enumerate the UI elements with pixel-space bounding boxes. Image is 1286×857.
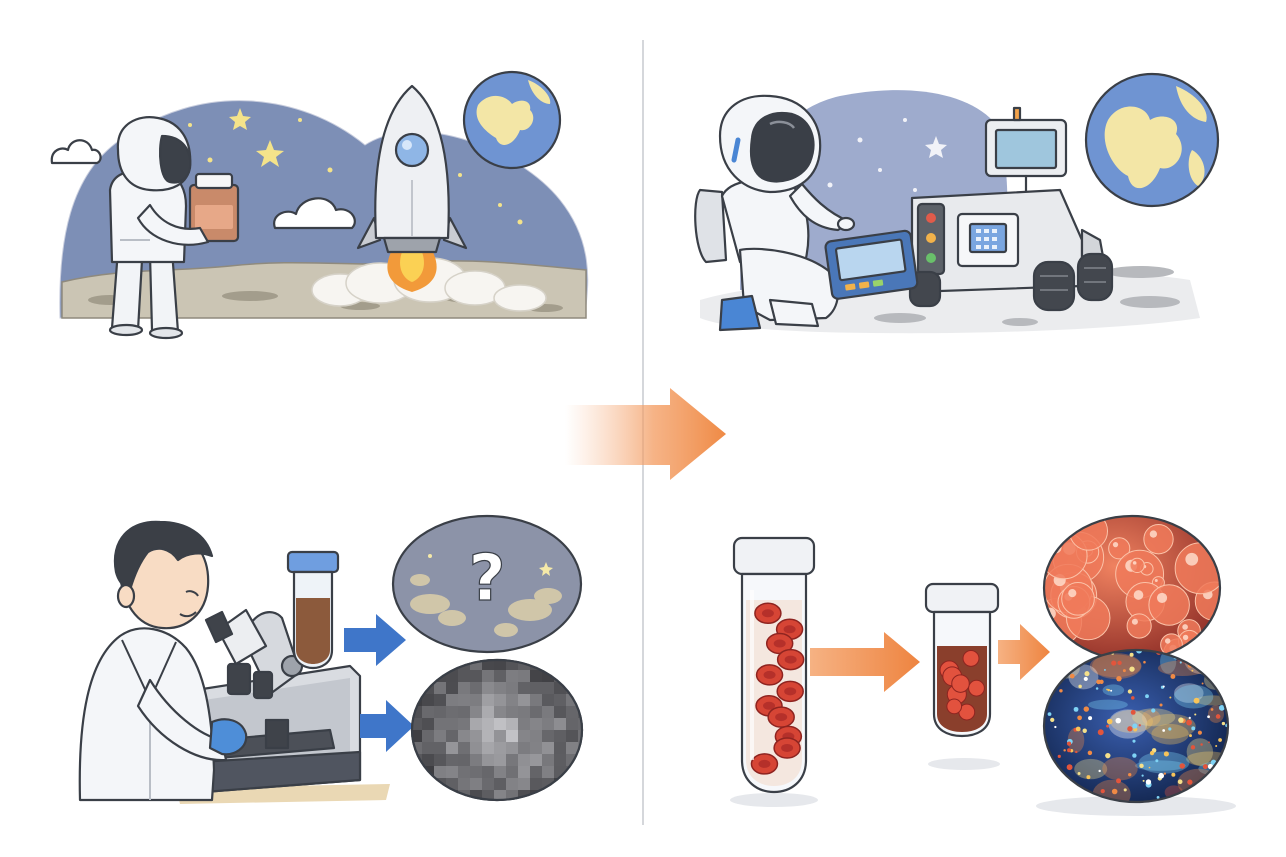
earth-icon	[464, 72, 560, 168]
panel-unclear-lab-analysis: ?	[80, 516, 590, 804]
cloud-icon	[52, 140, 101, 163]
unclear-result-bubble: ?	[393, 516, 581, 652]
microscope-icon	[196, 610, 360, 792]
flow-arrow	[810, 632, 920, 692]
question-mark: ?	[468, 542, 505, 616]
test-tube-icon	[734, 538, 814, 792]
cosmic-sample-view	[1041, 637, 1244, 809]
flow-arrow	[998, 624, 1050, 680]
test-tube-icon	[288, 552, 338, 668]
earth-icon	[1086, 74, 1218, 206]
pixelated-result	[410, 658, 590, 802]
panel-earth-return	[52, 72, 588, 338]
blood-cells-view	[1035, 504, 1240, 673]
test-tube-icon	[926, 584, 998, 736]
transition-arrow	[565, 388, 726, 480]
panel-clear-sample-result	[730, 504, 1245, 816]
panel-lunar-analysis	[695, 74, 1218, 333]
scientist-icon	[80, 522, 246, 800]
